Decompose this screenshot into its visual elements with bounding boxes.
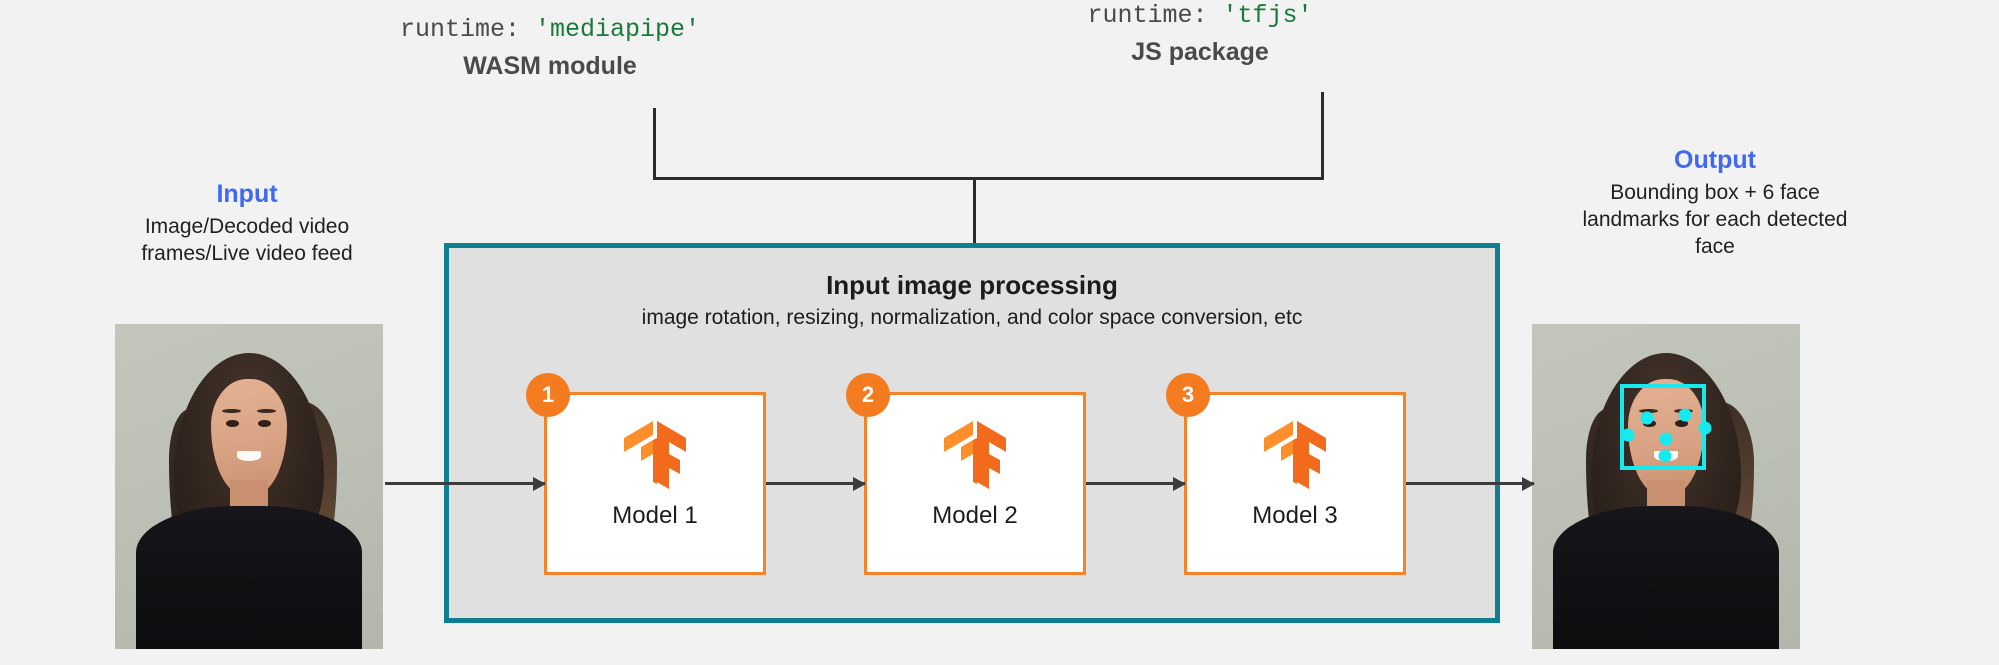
tensorflow-logo-icon — [624, 421, 686, 489]
output-photo — [1532, 324, 1800, 649]
model-card-3[interactable]: 3 Model 3 — [1166, 373, 1406, 575]
tensorflow-logo-icon — [944, 421, 1006, 489]
tensorflow-logo-icon — [1264, 421, 1326, 489]
panel-title: Input image processing — [826, 270, 1118, 300]
output-photo-brow-left — [1639, 408, 1658, 413]
output-caption: Output Bounding box + 6 face landmarks f… — [1565, 145, 1865, 261]
bracket-horizontal-line — [653, 177, 1324, 180]
runtime-key-tfjs: runtime: — [1087, 1, 1223, 30]
model-label-1: Model 1 — [612, 502, 698, 529]
output-description: Bounding box + 6 face landmarks for each… — [1582, 181, 1848, 258]
input-photo-brow-right — [257, 408, 276, 413]
input-photo — [115, 324, 383, 649]
face-landmark-mouth — [1658, 449, 1672, 463]
arrow-model-2-to-model-3 — [1086, 482, 1185, 485]
model-card-2[interactable]: 2 Model 2 — [846, 373, 1086, 575]
arrow-model-3-to-output — [1406, 482, 1534, 485]
input-photo-mouth — [236, 450, 262, 461]
face-landmark-nose-tip — [1659, 432, 1673, 446]
bracket-right-drop-line — [1321, 92, 1324, 180]
output-photo-eye-right — [1675, 419, 1688, 427]
face-landmark-right-eye — [1678, 408, 1692, 422]
input-photo-face — [211, 379, 287, 497]
runtime-label-tfjs: runtime: 'tfjs' JS package — [1040, 0, 1360, 69]
model-badge-3: 3 — [1166, 373, 1210, 417]
bracket-left-drop-line — [653, 108, 656, 180]
face-landmark-left-ear — [1621, 428, 1635, 441]
input-photo-eye-right — [258, 419, 271, 427]
input-title: Input — [216, 180, 278, 208]
arrow-input-to-model-1 — [385, 482, 545, 485]
output-title: Output — [1674, 146, 1756, 174]
model-badge-2: 2 — [846, 373, 890, 417]
arrow-model-1-to-model-2 — [766, 482, 865, 485]
model-label-3: Model 3 — [1252, 502, 1338, 529]
face-landmark-left-eye — [1640, 411, 1654, 425]
input-caption: Input Image/Decoded video frames/Live vi… — [97, 179, 397, 268]
runtime-value-tfjs: 'tfjs' — [1222, 1, 1313, 30]
input-photo-torso — [136, 506, 362, 649]
input-description: Image/Decoded video frames/Live video fe… — [141, 215, 353, 266]
input-photo-brow-left — [222, 408, 241, 413]
runtime-subtitle-wasm: WASM module — [463, 52, 637, 81]
output-photo-torso — [1553, 506, 1779, 649]
runtime-key-wasm: runtime: — [399, 15, 535, 44]
runtime-value-wasm: 'mediapipe' — [535, 15, 701, 44]
face-landmark-right-ear — [1698, 421, 1712, 435]
input-photo-eye-left — [226, 419, 239, 427]
panel-subtitle: image rotation, resizing, normalization,… — [641, 306, 1303, 329]
bracket-stem-line — [973, 177, 976, 244]
model-badge-1: 1 — [526, 373, 570, 417]
runtime-code-wasm: runtime: 'mediapipe' — [390, 14, 710, 45]
model-label-2: Model 2 — [932, 502, 1018, 529]
model-card-1[interactable]: 1 Model 1 — [526, 373, 766, 575]
runtime-code-tfjs: runtime: 'tfjs' — [1040, 0, 1360, 31]
runtime-label-wasm: runtime: 'mediapipe' WASM module — [390, 14, 710, 83]
runtime-subtitle-tfjs: JS package — [1131, 38, 1269, 67]
